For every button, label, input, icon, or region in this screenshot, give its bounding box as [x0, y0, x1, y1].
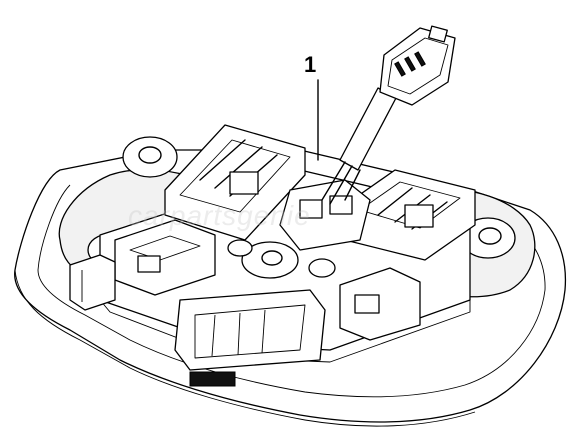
bulb-socket-ring — [241, 241, 299, 279]
lens-rib-1 — [211, 314, 216, 357]
bulb-socket-hole — [261, 250, 283, 266]
watermark-text: carpartsgenie — [128, 200, 311, 231]
left-clip-tower — [69, 254, 116, 311]
connector-pin-2 — [404, 56, 416, 72]
left-mounting-boss — [122, 136, 178, 178]
connector-latch — [428, 25, 448, 43]
left-switch-carriage-top — [179, 139, 291, 213]
right-switch-contact — [404, 204, 434, 228]
connector-pin-3 — [414, 51, 426, 67]
connector-plug-body — [379, 27, 456, 106]
secondary-socket — [308, 258, 336, 278]
right-mounting-hole — [478, 227, 502, 245]
front-lower-tab — [189, 371, 236, 387]
connector-pin-1 — [394, 61, 406, 77]
left-switch-contact — [229, 171, 259, 195]
connector-plug-face — [387, 37, 449, 95]
lens-rib-2 — [237, 312, 241, 356]
small-socket-a — [227, 239, 253, 257]
housing-inner-rim — [37, 184, 546, 398]
right-switch-rail-a — [377, 187, 413, 216]
wire-harness-lead-b — [329, 165, 353, 205]
front-lens-face — [194, 304, 306, 359]
lower-right-clip — [354, 294, 380, 314]
right-switch-carriage-top — [359, 181, 461, 229]
left-switch-rail-a — [199, 139, 246, 181]
left-mounting-hole — [138, 146, 162, 164]
lower-right-bracket — [339, 267, 421, 341]
lower-left-clip — [137, 255, 161, 273]
wire-harness-lead-c — [344, 169, 361, 201]
center-terminal-a — [299, 199, 323, 219]
wire-harness-lead-a — [321, 161, 346, 201]
left-switch-rail-b — [214, 146, 263, 189]
wire-harness-sheath — [339, 87, 397, 171]
center-terminal-b — [329, 195, 353, 215]
lens-rib-3 — [261, 309, 266, 354]
housing-lower-lip — [14, 269, 476, 427]
callout-1-label: 1 — [304, 52, 317, 77]
